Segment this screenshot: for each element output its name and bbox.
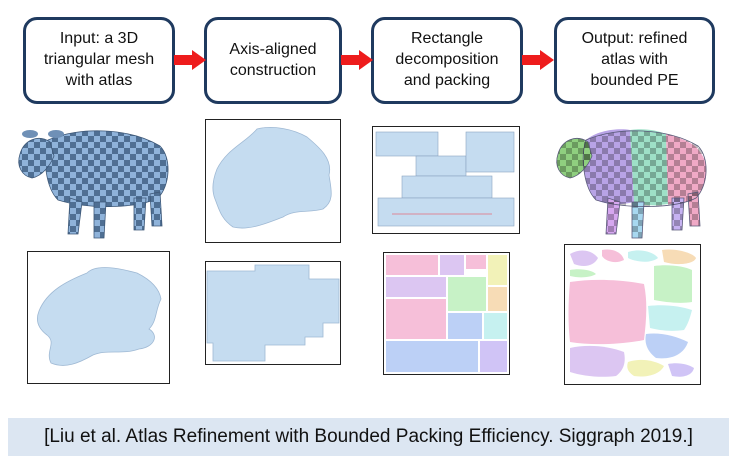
- flow-arrow-2: [341, 50, 373, 70]
- axis-aligned-atlas-bottom: [205, 261, 341, 365]
- stage-output-box: Output: refined atlas with bounded PE: [554, 17, 715, 104]
- stage-rectangle-box: Rectangle decomposition and packing: [371, 17, 523, 104]
- axis-aligned-atlas-top: [205, 119, 341, 243]
- stage-input-box: Input: a 3D triangular mesh with atlas: [23, 17, 175, 104]
- output-mesh-image: [548, 118, 720, 248]
- input-mesh-image: [10, 118, 180, 248]
- stage-axis-aligned-box: Axis-aligned construction: [204, 17, 342, 104]
- flow-arrow-1: [174, 50, 206, 70]
- output-atlas-image: [564, 244, 701, 385]
- citation-caption: [Liu et al. Atlas Refinement with Bounde…: [8, 418, 729, 456]
- input-atlas-image: [27, 251, 170, 384]
- flow-arrow-3: [522, 50, 554, 70]
- packed-rectangles-image: [383, 252, 510, 375]
- rectangle-decomposition-image: [372, 126, 520, 234]
